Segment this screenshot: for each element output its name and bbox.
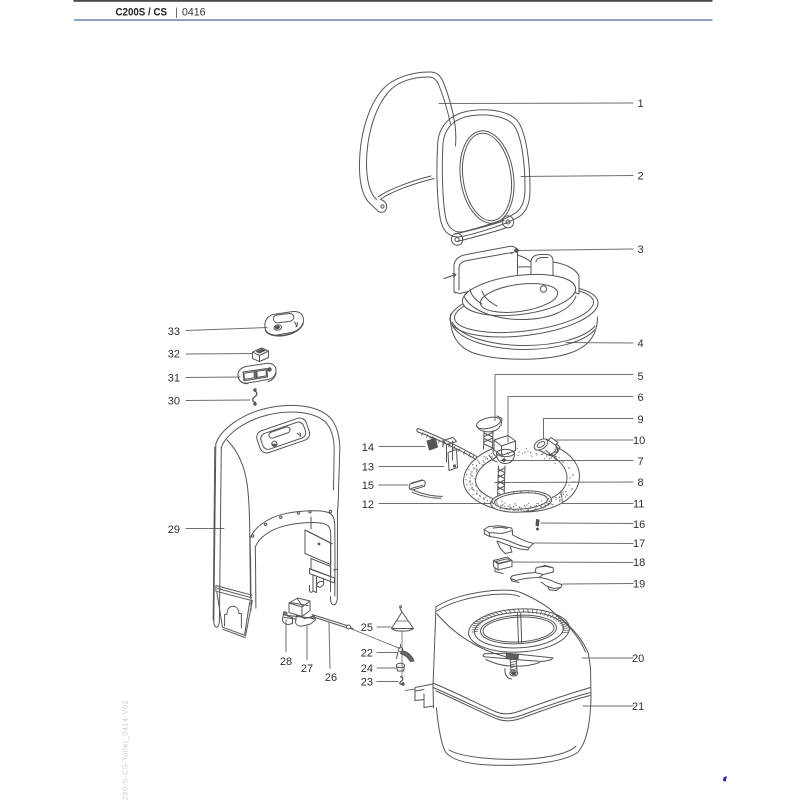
svg-text:7: 7 (638, 456, 644, 468)
svg-text:C200S / CS: C200S / CS (116, 7, 168, 19)
svg-text:25: 25 (361, 622, 373, 634)
svg-text:6: 6 (638, 392, 644, 404)
svg-text:22: 22 (361, 648, 373, 660)
svg-text:19: 19 (633, 579, 645, 591)
svg-text:30: 30 (168, 396, 180, 408)
svg-text:20: 20 (632, 653, 644, 665)
svg-text:26: 26 (325, 672, 337, 684)
svg-text:9: 9 (638, 414, 644, 426)
svg-text:4: 4 (638, 338, 644, 350)
svg-text:18: 18 (633, 557, 645, 569)
svg-text:29: 29 (168, 524, 180, 536)
svg-text:15: 15 (362, 480, 374, 492)
svg-text:13: 13 (362, 462, 374, 474)
svg-text:5: 5 (638, 371, 644, 383)
svg-text:11: 11 (633, 499, 644, 511)
svg-text:23: 23 (361, 677, 373, 689)
svg-text:10: 10 (633, 435, 645, 447)
svg-text:1: 1 (638, 98, 644, 110)
svg-text:31: 31 (168, 373, 180, 385)
svg-text:0416: 0416 (182, 7, 206, 19)
svg-text:24: 24 (361, 663, 373, 675)
svg-text:21: 21 (632, 701, 644, 713)
svg-text:33: 33 (168, 326, 180, 338)
svg-text:12: 12 (362, 499, 374, 511)
svg-text:3: 3 (638, 244, 644, 256)
svg-text:14: 14 (362, 442, 374, 454)
svg-text:32: 32 (168, 349, 180, 361)
svg-text:16: 16 (633, 519, 645, 531)
svg-text:27: 27 (301, 663, 313, 675)
svg-text:17: 17 (633, 538, 645, 550)
svg-text:C200-S-CS-Toilet_0414-V02: C200-S-CS-Toilet_0414-V02 (123, 700, 130, 800)
svg-text:|: | (175, 6, 178, 18)
svg-text:2: 2 (638, 171, 644, 183)
svg-text:8: 8 (638, 477, 644, 489)
svg-text:28: 28 (280, 656, 292, 668)
